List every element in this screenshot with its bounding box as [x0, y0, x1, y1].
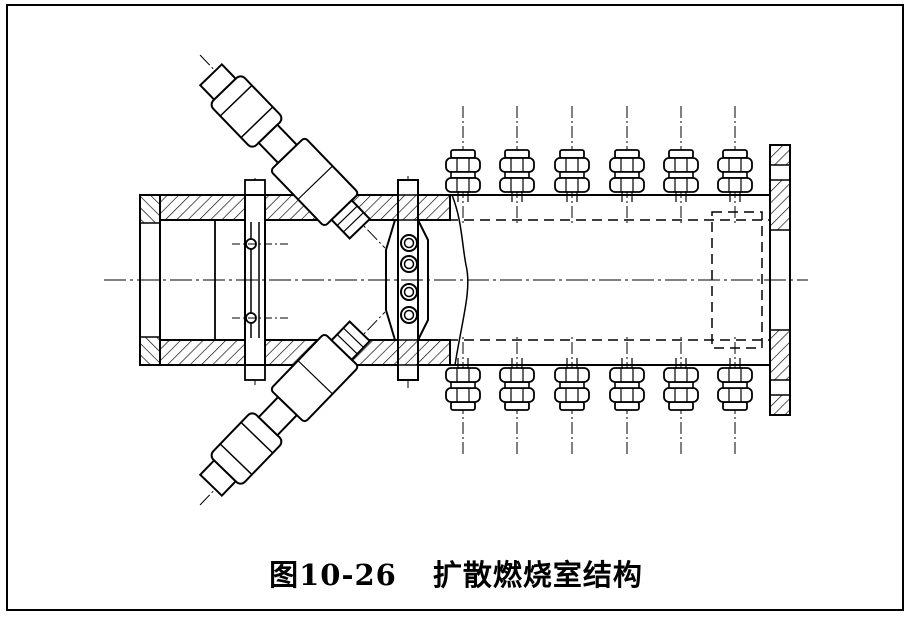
swirler-orifices — [400, 234, 418, 324]
liner-tube — [448, 144, 791, 416]
upper-injector — [192, 54, 386, 249]
bottom-bolt-row — [445, 334, 753, 455]
figure-title: 扩散燃烧室结构 — [432, 558, 643, 592]
figure-frame — [6, 4, 904, 611]
figure-number: 图10-26 — [269, 558, 397, 592]
figure-caption: 图10-26 扩散燃烧室结构 — [0, 552, 912, 594]
lower-injector — [192, 311, 386, 506]
top-bolt-row — [445, 105, 753, 226]
